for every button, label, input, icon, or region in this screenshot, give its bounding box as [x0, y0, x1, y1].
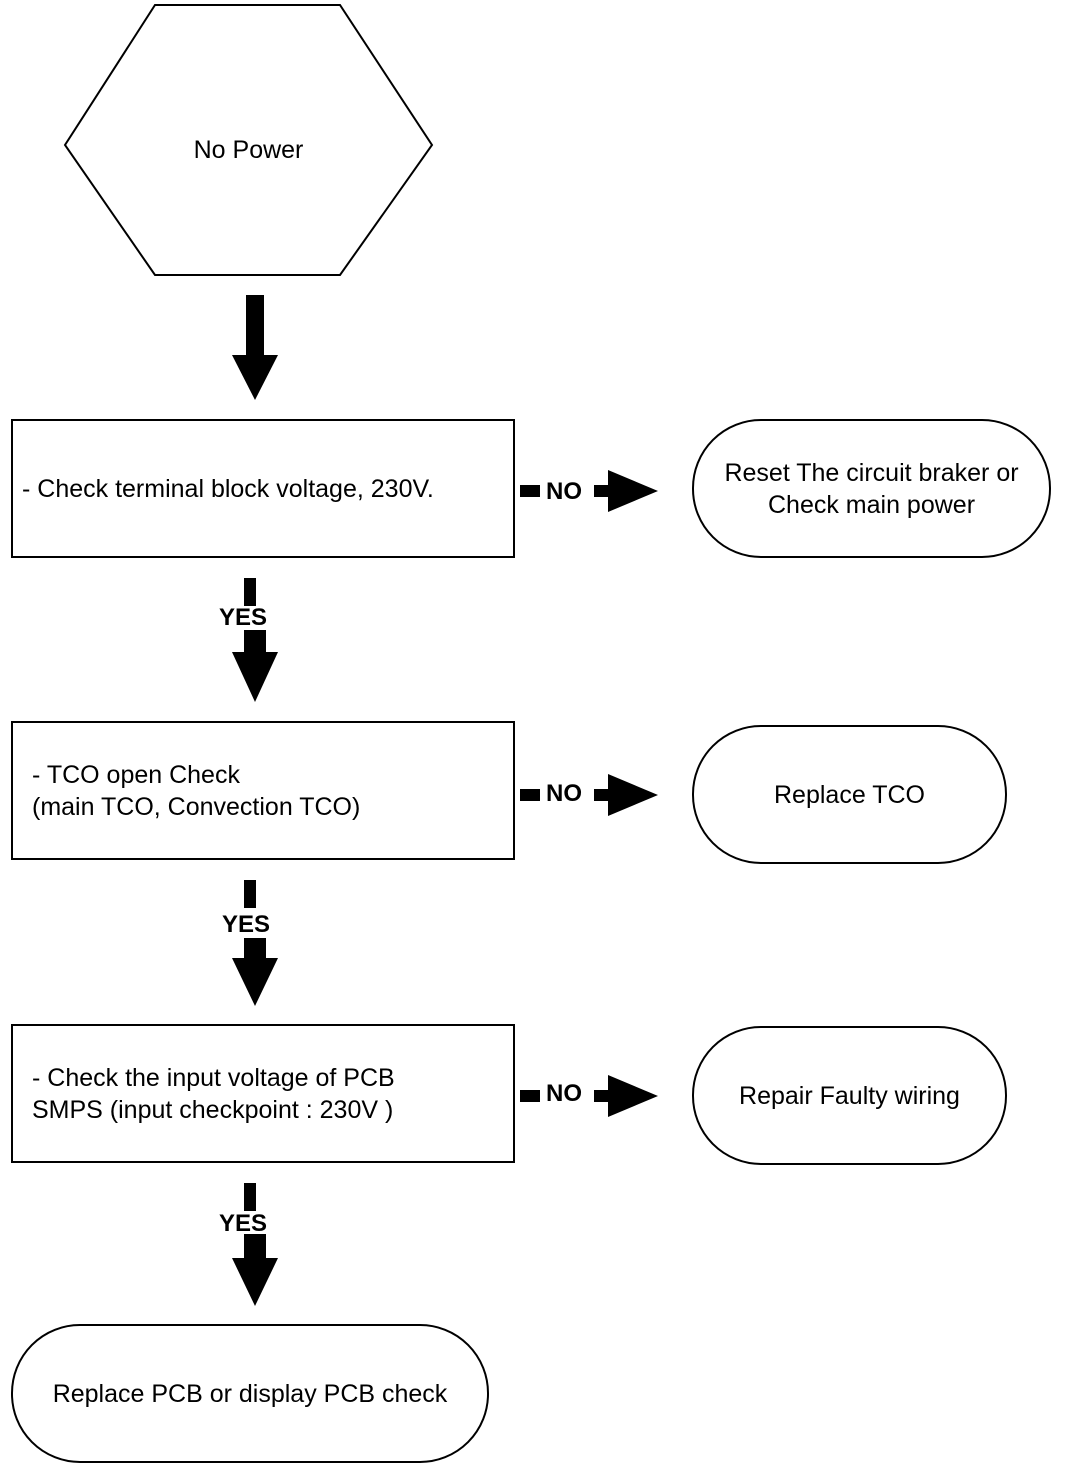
- action-box-2: [692, 725, 1007, 864]
- yes-arrow-3: [232, 1183, 278, 1306]
- no-label-3: NO: [546, 1080, 582, 1107]
- start-hexagon: [63, 4, 434, 276]
- arrow-down-start: [232, 295, 278, 400]
- action-box-3: [692, 1026, 1007, 1165]
- yes-label-2: YES: [222, 911, 271, 938]
- yes-arrow-2: [232, 880, 278, 1006]
- no-arrow-3: [520, 1075, 658, 1117]
- check-text-3: - Check the input voltage of PCB SMPS (i…: [32, 1063, 395, 1124]
- check-text-2: - TCO open Check (main TCO, Convection T…: [32, 760, 361, 821]
- no-label-1: NO: [546, 478, 582, 505]
- check-box-2: [11, 721, 515, 860]
- action-box-1: [692, 419, 1051, 558]
- check-text-1: - Check terminal block voltage, 230V.: [22, 474, 434, 503]
- check-box-3: [11, 1024, 515, 1163]
- check-box-1: [11, 419, 515, 558]
- yes-label-1: YES: [219, 604, 268, 631]
- action-text-1: Reset The circuit braker or Check main p…: [724, 458, 1019, 519]
- no-arrow-2: [520, 774, 658, 816]
- yes-label-3: YES: [219, 1210, 268, 1237]
- end-label: Replace PCB or display PCB check: [52, 1379, 448, 1408]
- no-arrow-1: [520, 470, 658, 512]
- action-text-3: Repair Faulty wiring: [739, 1081, 960, 1110]
- action-text-2: Replace TCO: [774, 780, 925, 809]
- yes-arrow-1: [232, 578, 278, 702]
- end-box: [11, 1324, 489, 1463]
- start-label: No Power: [193, 136, 304, 164]
- no-label-2: NO: [546, 780, 582, 807]
